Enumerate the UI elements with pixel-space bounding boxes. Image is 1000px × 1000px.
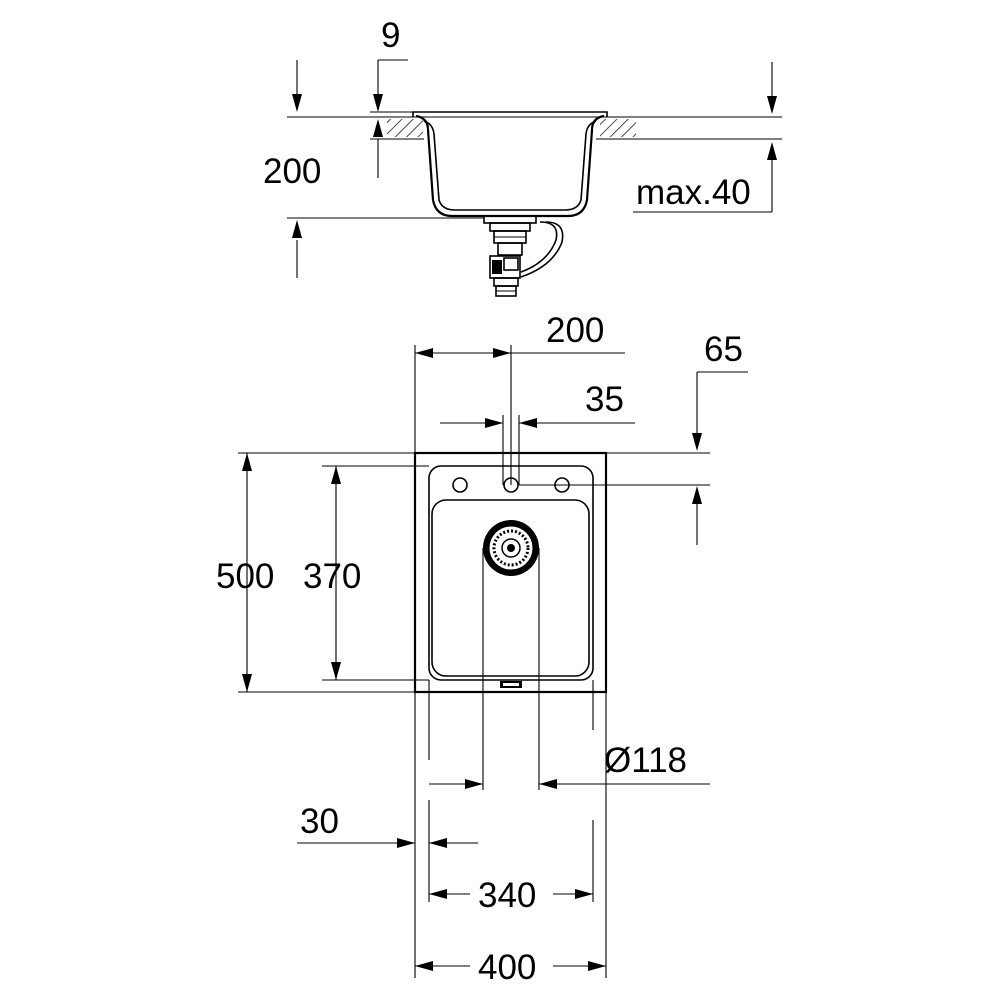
- dim-side-margin: [297, 838, 478, 848]
- label-rim-thickness: 9: [381, 16, 400, 55]
- sink-bowl: [431, 499, 590, 677]
- side-section-view: 9 200 max.40: [263, 16, 782, 297]
- dim-edge-offset: [519, 371, 748, 545]
- label-drain-diameter: Ø118: [604, 741, 687, 780]
- label-max-countertop: max.40: [636, 173, 751, 212]
- label-edge-offset: 65: [704, 330, 743, 369]
- label-side-margin: 30: [300, 802, 339, 841]
- countertop-hatch-right: [600, 119, 636, 137]
- dim-bowl-width: [429, 889, 593, 899]
- dim-tap-offset: [414, 345, 625, 453]
- label-tap-offset: 200: [546, 311, 604, 350]
- label-total-width: 400: [478, 948, 536, 987]
- drain-assembly: [483, 215, 564, 297]
- dim-bowl-depth: [287, 60, 484, 278]
- label-bowl-depth: 200: [263, 152, 321, 191]
- dim-drain-diameter: [429, 779, 710, 789]
- countertop-hatch-left: [387, 119, 423, 137]
- dim-total-width: [415, 961, 606, 971]
- label-tap-hole: 35: [585, 380, 624, 419]
- dim-total-depth: [238, 452, 415, 693]
- tap-hole-left: [452, 477, 468, 493]
- sink-rim: [412, 111, 608, 117]
- dim-inner-depth: [322, 465, 429, 681]
- dim-rim-thickness: [370, 59, 413, 178]
- bowl-outer-profile: [415, 114, 605, 218]
- label-inner-depth: 370: [303, 557, 361, 596]
- drain-strainer: [483, 520, 539, 576]
- label-total-depth: 500: [216, 557, 274, 596]
- dim-tap-hole: [440, 418, 635, 428]
- label-bowl-width: 340: [478, 876, 536, 915]
- plan-view: 200 35 65 500: [216, 311, 748, 987]
- bowl-inner-profile: [423, 120, 597, 211]
- dim-max-countertop: [633, 62, 777, 213]
